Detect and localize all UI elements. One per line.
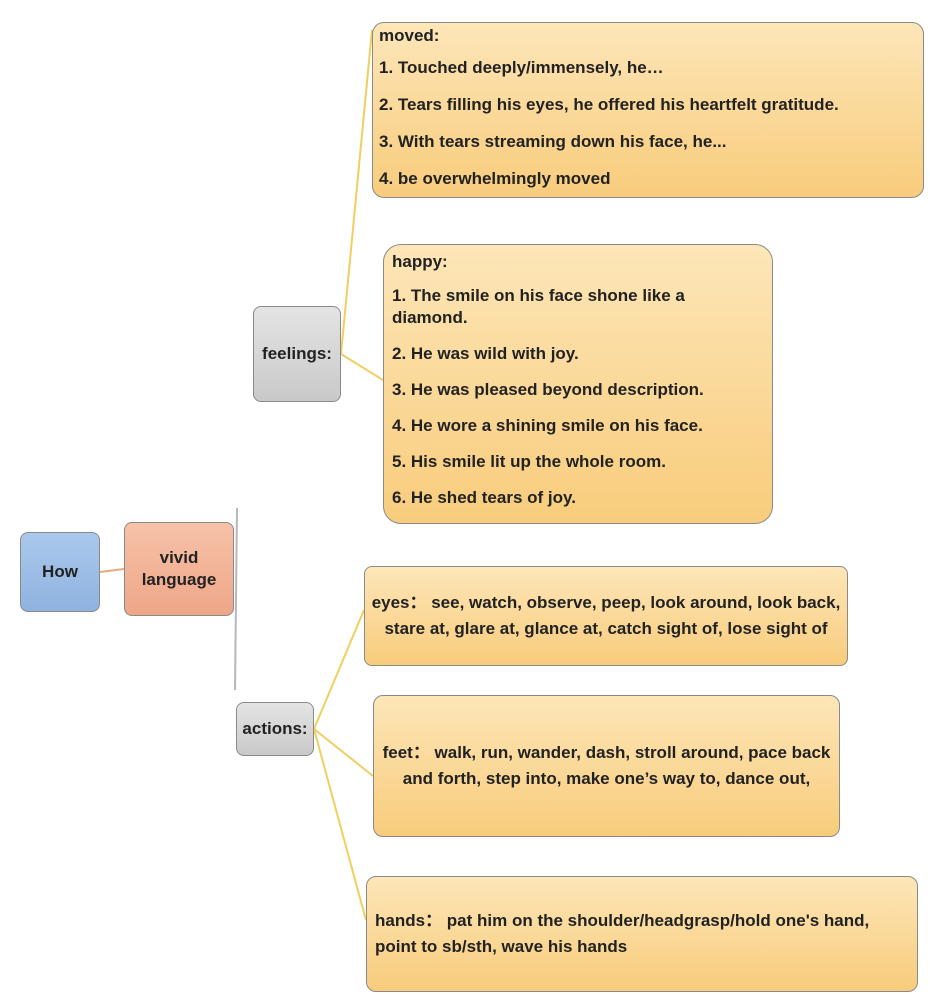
- moved-item: 1. Touched deeply/immensely, he…: [379, 58, 664, 77]
- feelings-label: feelings:: [262, 343, 332, 363]
- feet-box: feet： walk, run, wander, dash, stroll ar…: [373, 695, 840, 837]
- eyes-box: eyes： see, watch, observe, peep, look ar…: [364, 566, 848, 666]
- actions-label: actions:: [242, 718, 308, 738]
- actions-node: actions:: [236, 702, 314, 756]
- happy-item: 4. He wore a shining smile on his face.: [392, 416, 703, 435]
- moved-box: moved: 1. Touched deeply/immensely, he… …: [372, 22, 924, 198]
- connector-actions-feet: [313, 728, 374, 777]
- connector-vivid-bracket: [234, 507, 238, 691]
- moved-item: 4. be overwhelmingly moved: [379, 169, 611, 188]
- connector-actions-hands: [313, 728, 367, 921]
- happy-item: 1. The smile on his face shone like a di…: [392, 286, 685, 327]
- happy-box: happy: 1. The smile on his face shone li…: [383, 244, 773, 524]
- root-node-how: How: [20, 532, 100, 612]
- feet-text: feet： walk, run, wander, dash, stroll ar…: [382, 743, 831, 788]
- happy-item: 5. His smile lit up the whole room.: [392, 452, 666, 471]
- eyes-text: eyes： see, watch, observe, peep, look ar…: [371, 593, 841, 638]
- moved-title: moved:: [379, 26, 440, 45]
- moved-item: 3. With tears streaming down his face, h…: [379, 132, 727, 151]
- happy-item: 6. He shed tears of joy.: [392, 488, 576, 507]
- feelings-node: feelings:: [253, 306, 341, 402]
- connector-feelings-happy: [340, 353, 384, 381]
- happy-item: 2. He was wild with joy.: [392, 344, 579, 363]
- connector-root-vivid: [99, 568, 125, 573]
- connector-actions-eyes: [313, 609, 365, 730]
- root-node-label: How: [42, 561, 78, 581]
- happy-item: 3. He was pleased beyond description.: [392, 380, 704, 399]
- hands-text: hands： pat him on the shoulder/headgrasp…: [375, 911, 870, 956]
- hands-box: hands： pat him on the shoulder/headgrasp…: [366, 876, 918, 992]
- connector-feelings-moved: [340, 29, 373, 355]
- moved-item: 2. Tears filling his eyes, he offered hi…: [379, 95, 839, 114]
- happy-title: happy:: [392, 252, 448, 271]
- vivid-language-label: vivid language: [141, 547, 217, 589]
- vivid-language-node: vivid language: [124, 522, 234, 616]
